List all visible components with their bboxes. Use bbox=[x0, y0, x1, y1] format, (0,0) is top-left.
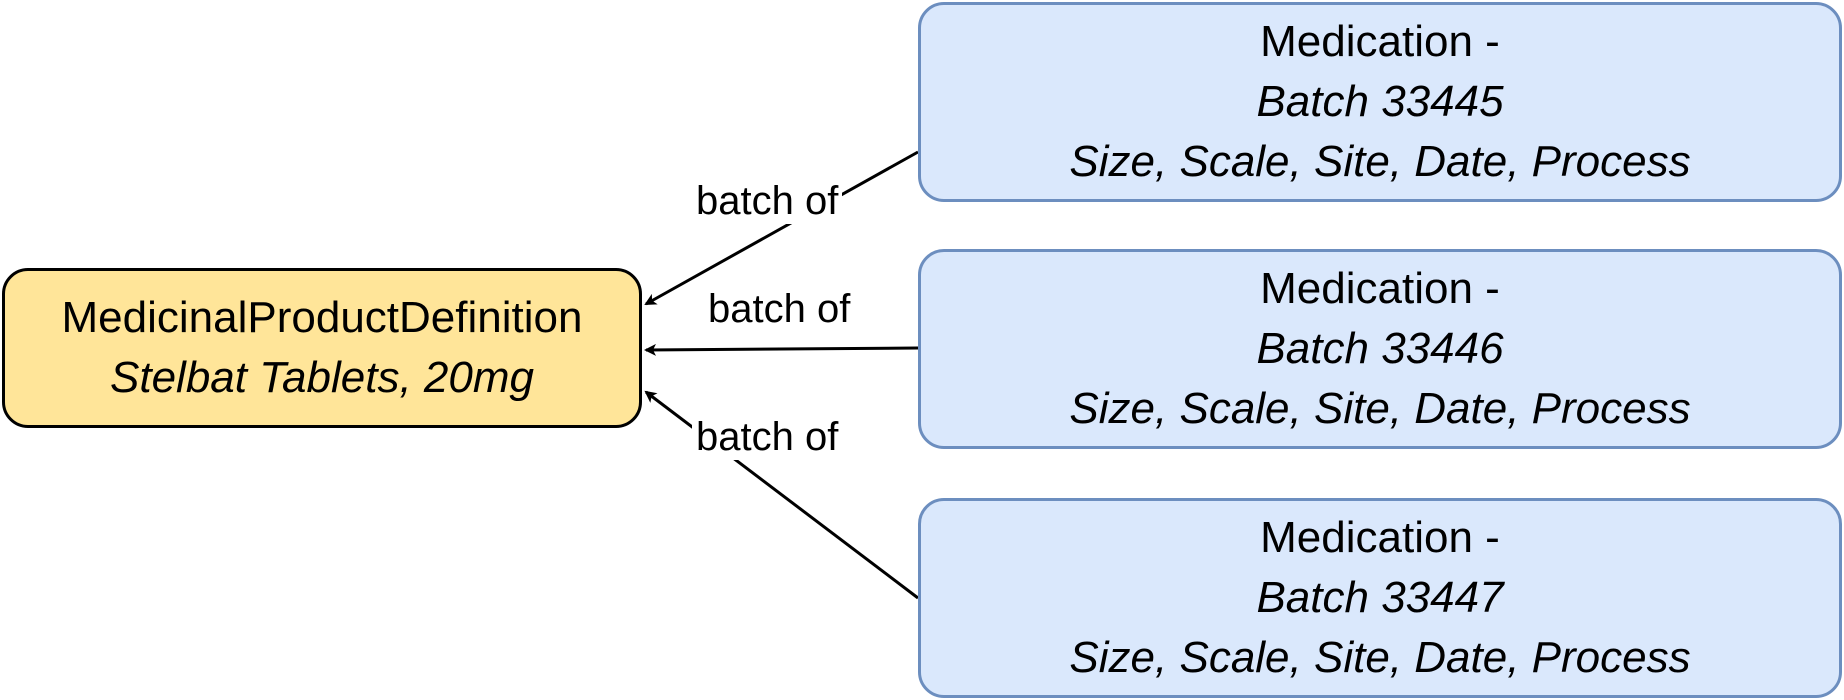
batch-type-label: Medication - bbox=[1260, 264, 1500, 313]
medicinal-product-node[interactable]: MedicinalProductDefinition Stelbat Table… bbox=[2, 268, 642, 428]
medication-batch-node[interactable]: Medication - Batch 33447 Size, Scale, Si… bbox=[918, 498, 1842, 698]
edge-label: batch of bbox=[692, 178, 843, 224]
edge-batch-33446 bbox=[644, 343, 919, 356]
product-name-label: Stelbat Tablets, 20mg bbox=[110, 353, 534, 402]
edge-batch-33445 bbox=[644, 150, 919, 306]
medication-batch-node[interactable]: Medication - Batch 33446 Size, Scale, Si… bbox=[918, 249, 1842, 449]
edge-label: batch of bbox=[692, 414, 843, 460]
batch-type-label: Medication - bbox=[1260, 17, 1500, 66]
batch-attributes-label: Size, Scale, Site, Date, Process bbox=[1069, 633, 1691, 682]
batch-number-label: Batch 33446 bbox=[1256, 324, 1504, 373]
edge-label: batch of bbox=[704, 286, 855, 332]
batch-number-label: Batch 33447 bbox=[1256, 573, 1504, 622]
batch-number-label: Batch 33445 bbox=[1256, 77, 1504, 126]
product-type-label: MedicinalProductDefinition bbox=[61, 293, 583, 342]
batch-type-label: Medication - bbox=[1260, 513, 1500, 562]
batch-attributes-label: Size, Scale, Site, Date, Process bbox=[1069, 384, 1691, 433]
batch-attributes-label: Size, Scale, Site, Date, Process bbox=[1069, 137, 1691, 186]
edge-batch-33447 bbox=[644, 390, 919, 600]
medication-batch-node[interactable]: Medication - Batch 33445 Size, Scale, Si… bbox=[918, 2, 1842, 202]
